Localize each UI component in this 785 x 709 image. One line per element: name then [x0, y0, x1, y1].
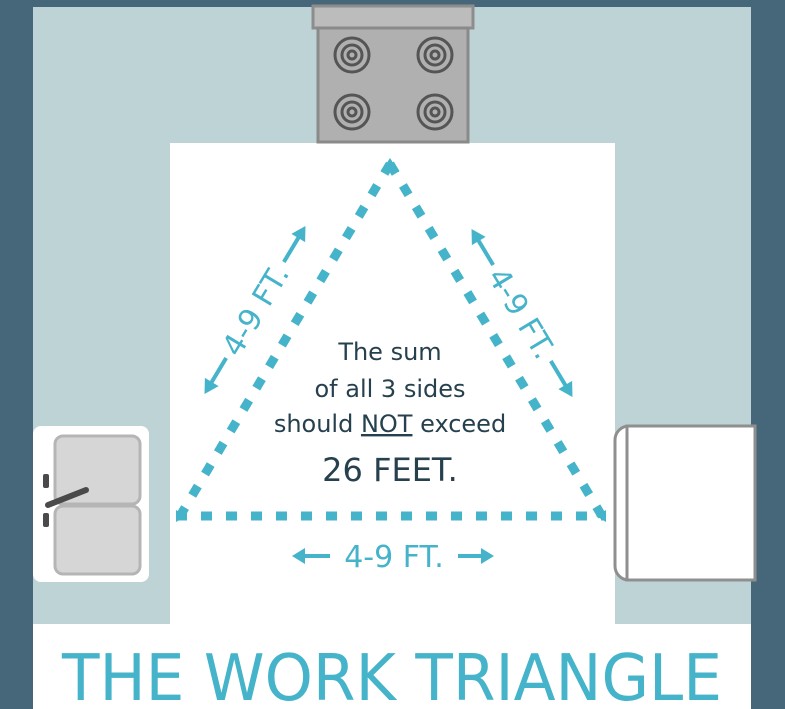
triangle-left-corner	[176, 510, 186, 522]
sink-icon	[33, 426, 149, 582]
triangle-left-side	[176, 161, 394, 519]
center-line-3-post: exceed	[412, 410, 506, 438]
bottom-side-measure: 4-9 FT.	[292, 540, 494, 575]
center-line-1: The sum	[337, 338, 441, 366]
center-line-3: should NOT exceed	[274, 410, 506, 438]
center-text: The sum of all 3 sides should NOT exceed…	[274, 338, 506, 489]
triangle-right-corner	[596, 510, 606, 522]
refrigerator-icon	[613, 424, 757, 582]
work-triangle	[176, 161, 606, 521]
triangle-right-side	[386, 161, 606, 519]
kitchen-floor	[170, 143, 615, 627]
center-line-3-pre: should	[274, 410, 361, 438]
center-line-2: of all 3 sides	[314, 375, 465, 403]
bottom-side-label: 4-9 FT.	[344, 540, 444, 575]
page-title: THE WORK TRIANGLE	[61, 642, 722, 709]
triangle-apex	[381, 158, 399, 172]
center-line-3-emphasis: NOT	[361, 410, 413, 438]
title-band	[33, 624, 751, 709]
center-line-4: 26 FEET.	[322, 451, 458, 489]
stove-icon	[311, 4, 475, 144]
